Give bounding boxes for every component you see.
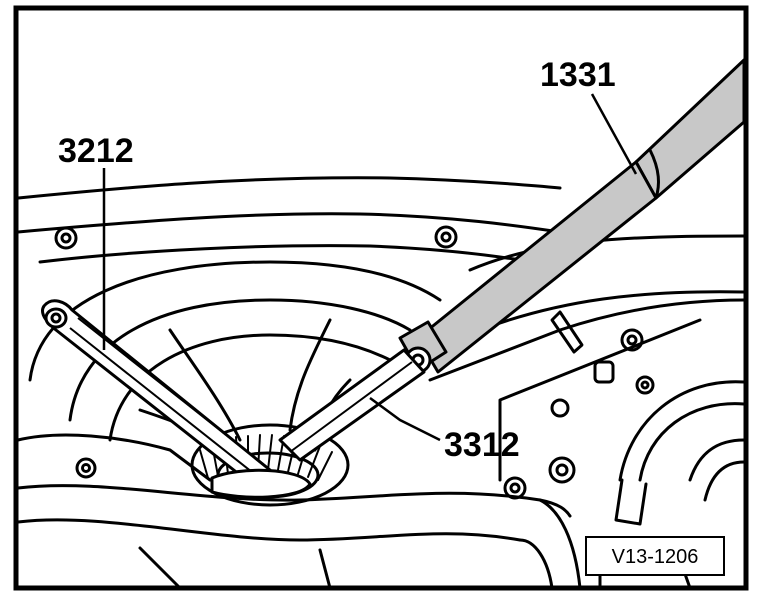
coolant-hose-bottom: [16, 518, 522, 542]
leader-1331: [590, 93, 638, 175]
fan-blade-1: [168, 328, 242, 442]
figure-reference-label: V13-1206: [612, 546, 699, 568]
fan-shroud-rim: [108, 333, 392, 442]
panel-flange: [38, 244, 522, 264]
counterhold-bar-inner: [69, 327, 263, 481]
leader-lines: [102, 93, 638, 442]
counterhold-pin: [44, 307, 68, 329]
bolt-top-left: [54, 226, 78, 250]
engine-block-face: [478, 290, 746, 332]
ac-line-inner: [638, 402, 746, 482]
bolt-left-lower: [75, 457, 97, 479]
figure-reference-box: V13-1206: [585, 536, 725, 576]
frame-rail-3: [318, 548, 332, 590]
torque-wrench-shaft: [416, 160, 658, 374]
adapter-arm-3312: [278, 348, 426, 462]
upper-panel-inner: [16, 212, 562, 234]
counterhold-fork: [210, 468, 312, 499]
engine-bolts: [503, 328, 655, 500]
ac-line-2b: [703, 460, 746, 502]
bolt-top-center: [434, 225, 458, 249]
callout-1331: 1331: [540, 56, 616, 94]
adapter-arm-line: [289, 361, 413, 453]
ac-connector: [614, 478, 648, 526]
leader-3312: [369, 396, 441, 442]
fan-shroud-inner: [68, 298, 412, 422]
fan-blade-2: [288, 318, 332, 432]
frame-rail-4: [138, 546, 182, 590]
illustration-border: [13, 5, 749, 591]
hose-clamp: [518, 538, 554, 590]
torque-wrench-grip-line: [648, 149, 660, 199]
left-housing: [16, 433, 212, 482]
ac-line-outer: [618, 380, 746, 482]
coolant-hose-top: [16, 484, 572, 518]
callout-3312: 3312: [444, 426, 520, 464]
counterhold-3212: [41, 299, 312, 499]
hose-end: [538, 498, 582, 590]
bracket-clip: [550, 310, 584, 354]
counterhold-bar-inner-2: [77, 317, 269, 469]
ac-line-2: [688, 438, 746, 482]
callout-3212: 3212: [58, 132, 134, 170]
engine-block-side: [498, 318, 702, 482]
